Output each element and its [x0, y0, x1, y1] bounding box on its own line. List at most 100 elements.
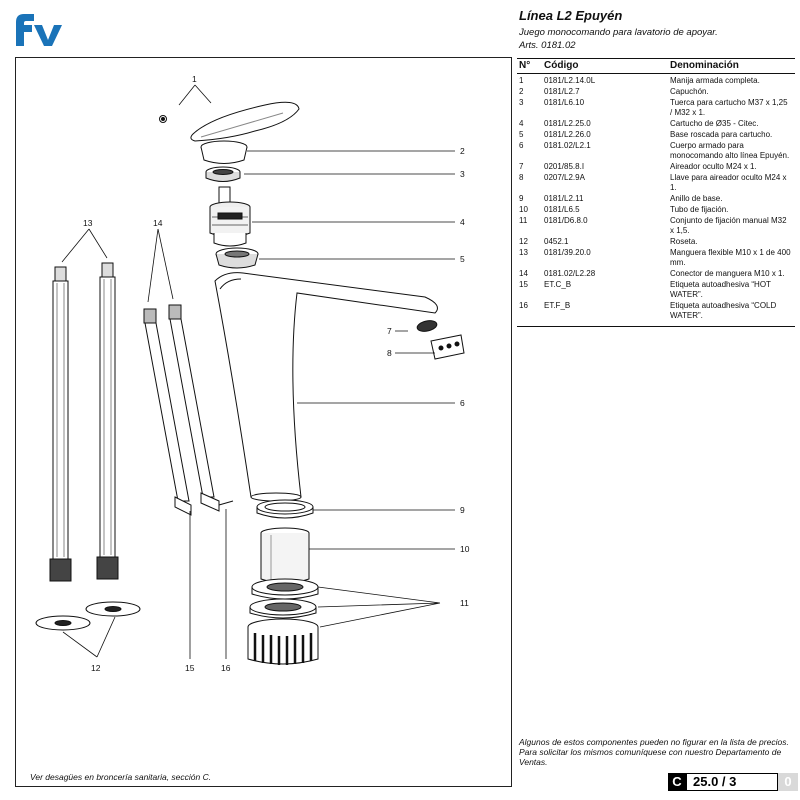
- row-number: 10: [519, 205, 528, 214]
- row-code: ET.F_B: [544, 301, 571, 310]
- table-row: 14 0181.02/L2.28 Conector de manguera M10 …: [517, 269, 795, 279]
- row-code: 0181/L2.7: [544, 87, 580, 96]
- row-number: 15: [519, 280, 528, 289]
- part-5-base: [215, 247, 259, 269]
- callout-1: 1: [192, 74, 197, 84]
- callout-5: 5: [460, 254, 465, 264]
- page-number-box: 25.0 / 3: [686, 773, 778, 791]
- fv-logo: [16, 14, 62, 46]
- callout-9: 9: [460, 505, 465, 515]
- part-12-rosettes: [35, 601, 141, 631]
- row-description: Cuerpo armado para monocomando alto líne…: [670, 141, 790, 160]
- row-description: Tuerca para cartucho M37 x 1,25 / M32 x …: [670, 98, 788, 117]
- row-code: ET.C_B: [544, 280, 572, 289]
- callout-12: 12: [91, 663, 101, 673]
- row-number: 7: [519, 162, 524, 171]
- row-description: Conector de manguera M10 x 1.: [670, 269, 785, 278]
- row-number: 4: [519, 119, 524, 128]
- row-number: 9: [519, 194, 524, 203]
- document-articles: Arts. 0181.02: [519, 40, 576, 51]
- row-description: Manija armada completa.: [670, 76, 760, 85]
- page-reference: C 25.0 / 3 0: [668, 773, 798, 791]
- row-code: 0181/L2.11: [544, 194, 584, 203]
- part-11-fixing-set: [247, 578, 319, 665]
- col-code-header: Código: [544, 60, 579, 71]
- row-description: Capuchón.: [670, 87, 709, 96]
- callout-6: 6: [460, 398, 465, 408]
- row-number: 14: [519, 269, 528, 278]
- table-row: 1 0181/L2.14.0L Manija armada completa.: [517, 76, 795, 86]
- row-description: Tubo de fijación.: [670, 205, 729, 214]
- part-6-body: [214, 272, 438, 502]
- row-number: 13: [519, 248, 528, 257]
- row-number: 6: [519, 141, 524, 150]
- row-code: 0181/L2.14.0L: [544, 76, 596, 85]
- row-number: 8: [519, 173, 524, 182]
- page-section: C: [668, 773, 686, 791]
- row-description: Anillo de base.: [670, 194, 723, 203]
- availability-note: Algunos de estos componentes pueden no f…: [519, 737, 789, 767]
- part-3-nut: [205, 166, 241, 182]
- callout-14: 14: [153, 218, 163, 228]
- callout-2: 2: [460, 146, 465, 156]
- document-subtitle: Juego monocomando para lavatorio de apoy…: [519, 27, 718, 38]
- row-number: 12: [519, 237, 528, 246]
- page-revision: 0: [778, 773, 798, 791]
- row-description: Etiqueta autoadhesiva “COLD WATER”.: [670, 301, 777, 320]
- row-code: 0452.1: [544, 237, 569, 246]
- callout-7: 7: [387, 326, 392, 336]
- table-row: 4 0181/L2.25.0 Cartucho de Ø35 - Citec.: [517, 119, 795, 129]
- leader-lines: [61, 84, 455, 659]
- part-13-hoses: [49, 262, 119, 582]
- table-row: 8 0207/L2.9A Llave para aireador oculto M2…: [517, 173, 795, 193]
- table-row: 9 0181/L2.11 Anillo de base.: [517, 194, 795, 204]
- callout-8: 8: [387, 348, 392, 358]
- part-1-handle: [159, 101, 300, 142]
- row-number: 1: [519, 76, 524, 85]
- row-code: 0207/L2.9A: [544, 173, 585, 182]
- col-number-header: N°: [519, 60, 531, 71]
- row-code: 0181/L6.10: [544, 98, 585, 107]
- row-number: 16: [519, 301, 528, 310]
- row-number: 3: [519, 98, 524, 107]
- row-code: 0181/L2.25.0: [544, 119, 591, 128]
- table-row: 3 0181/L6.10 Tuerca para cartucho M37 x 1,…: [517, 98, 795, 118]
- callout-11: 11: [460, 598, 469, 608]
- document-header: Línea L2 Epuyén Juego monocomando para l…: [519, 8, 794, 52]
- row-number: 11: [519, 216, 528, 225]
- part-14-connectors: [143, 304, 215, 502]
- part-7-aerator: [416, 320, 438, 332]
- callout-10: 10: [460, 544, 470, 554]
- row-code: 0181.02/L2.28: [544, 269, 596, 278]
- drain-footnote: Ver desagües en broncería sanitaria, sec…: [30, 772, 212, 782]
- callout-13: 13: [83, 218, 93, 228]
- row-description: Llave para aireador oculto M24 x 1.: [670, 173, 787, 192]
- exploded-view-drawing: 1 2 3 4 5 6 7 8 9 10 11 12 13 14 15 16: [35, 74, 470, 673]
- table-row: 16 ET.F_B Etiqueta autoadhesiva “COLD WATE…: [517, 301, 795, 321]
- row-description: Cartucho de Ø35 - Citec.: [670, 119, 759, 128]
- row-number: 5: [519, 130, 524, 139]
- drawing-frame: [15, 57, 512, 787]
- part-10-tube: [260, 527, 310, 584]
- callout-numbers: 1 2 3 4 5 6 7 8 9 10 11 12 13 14 15 16: [83, 74, 470, 673]
- row-code: 0201/85.8.I: [544, 162, 585, 171]
- part-9-ring: [256, 499, 314, 519]
- callout-3: 3: [460, 169, 465, 179]
- parts-table: N° Código Denominación 1 0181/L2.14.0L Man…: [517, 58, 795, 327]
- part-15-16-labels: [174, 492, 234, 516]
- parts-table-header: N° Código Denominación: [517, 59, 795, 74]
- col-description-header: Denominación: [670, 60, 739, 71]
- page-number: 25.0 / 3: [693, 774, 737, 789]
- part-2-cap: [200, 140, 248, 164]
- row-code: 0181/L2.26.0: [544, 130, 591, 139]
